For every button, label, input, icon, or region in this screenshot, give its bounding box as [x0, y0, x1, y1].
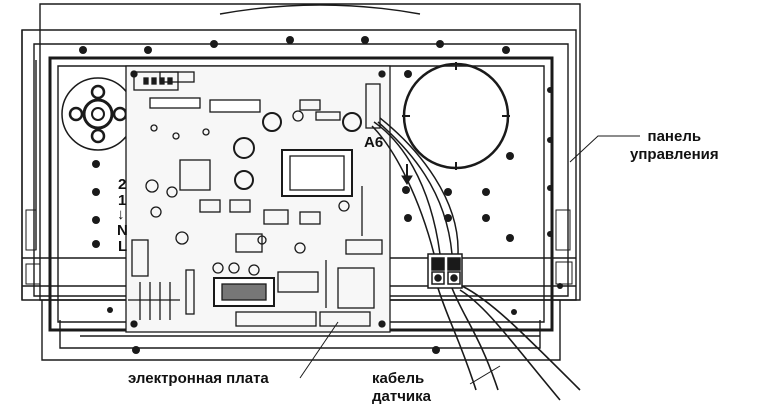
terminal-label-1: 1	[118, 192, 127, 209]
sensor-cable-callout: кабель датчика	[372, 370, 431, 405]
pcb-callout: электронная плата	[128, 370, 269, 387]
terminal-label-n: N	[117, 222, 128, 239]
terminal-block	[427, 253, 463, 289]
terminal-arrow-icon: ↓	[117, 206, 125, 223]
control-panel-callout: панель управления	[630, 128, 719, 163]
down-arrow-icon	[401, 164, 413, 185]
left-grille	[25, 209, 41, 285]
sensor-cable	[437, 285, 581, 401]
right-grille	[555, 209, 573, 285]
round-gauge-opening	[402, 62, 510, 170]
pcb-board	[125, 65, 391, 333]
leader-lines	[299, 135, 640, 385]
mounting-screws	[79, 36, 563, 354]
connector-a6-label: A6	[364, 134, 384, 151]
housing-outline	[21, 3, 581, 361]
knob-dial	[61, 77, 135, 151]
terminal-label-2: 2	[118, 176, 127, 193]
terminal-label-l: L	[118, 238, 128, 255]
